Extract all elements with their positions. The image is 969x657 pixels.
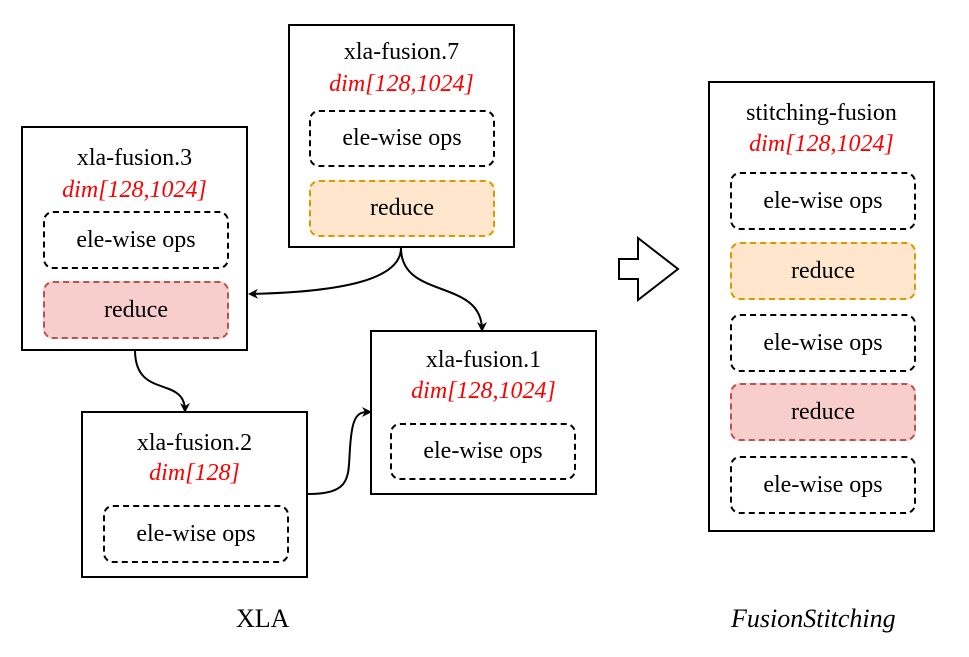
- edge-fusion3-to-fusion2: [134, 349, 190, 413]
- node-title: xla-fusion.3: [76, 145, 193, 171]
- node-xla-fusion-1: xla-fusion.1 dim[128,1024] ele-wise ops: [370, 330, 597, 495]
- node-dim: dim[128]: [149, 460, 240, 486]
- op-elewise: ele-wise ops: [309, 110, 495, 167]
- node-stitching-fusion: stitching-fusion dim[128,1024] ele-wise …: [708, 81, 935, 532]
- edge-fusion7-to-fusion1: [400, 247, 487, 332]
- node-title: xla-fusion.2: [136, 430, 253, 456]
- node-dim: dim[128,1024]: [329, 71, 474, 97]
- op-reduce: reduce: [730, 242, 916, 300]
- node-title: xla-fusion.7: [343, 39, 460, 65]
- node-xla-fusion-7: xla-fusion.7 dim[128,1024] ele-wise ops …: [288, 24, 515, 248]
- edge-fusion2-to-fusion1: [307, 407, 372, 495]
- node-dim: dim[128,1024]: [749, 131, 894, 157]
- op-elewise: ele-wise ops: [103, 505, 289, 563]
- node-xla-fusion-3: xla-fusion.3 dim[128,1024] ele-wise ops …: [21, 126, 248, 351]
- node-xla-fusion-2: xla-fusion.2 dim[128] ele-wise ops: [81, 411, 308, 578]
- node-dim: dim[128,1024]: [62, 177, 207, 203]
- right-arrow-icon: [618, 235, 680, 303]
- op-reduce: reduce: [730, 383, 916, 441]
- node-title: xla-fusion.1: [425, 347, 542, 373]
- op-elewise: ele-wise ops: [43, 211, 229, 269]
- op-elewise: ele-wise ops: [390, 423, 576, 480]
- op-elewise: ele-wise ops: [730, 456, 916, 514]
- op-elewise: ele-wise ops: [730, 172, 916, 230]
- caption-xla: XLA: [236, 604, 290, 633]
- op-reduce: reduce: [43, 281, 229, 339]
- op-reduce: reduce: [309, 180, 495, 237]
- caption-fusionstitching: FusionStitching: [731, 604, 896, 633]
- node-title: stitching-fusion: [746, 100, 897, 126]
- op-elewise: ele-wise ops: [730, 314, 916, 372]
- edge-fusion7-to-fusion3: [248, 247, 402, 299]
- node-dim: dim[128,1024]: [411, 378, 556, 404]
